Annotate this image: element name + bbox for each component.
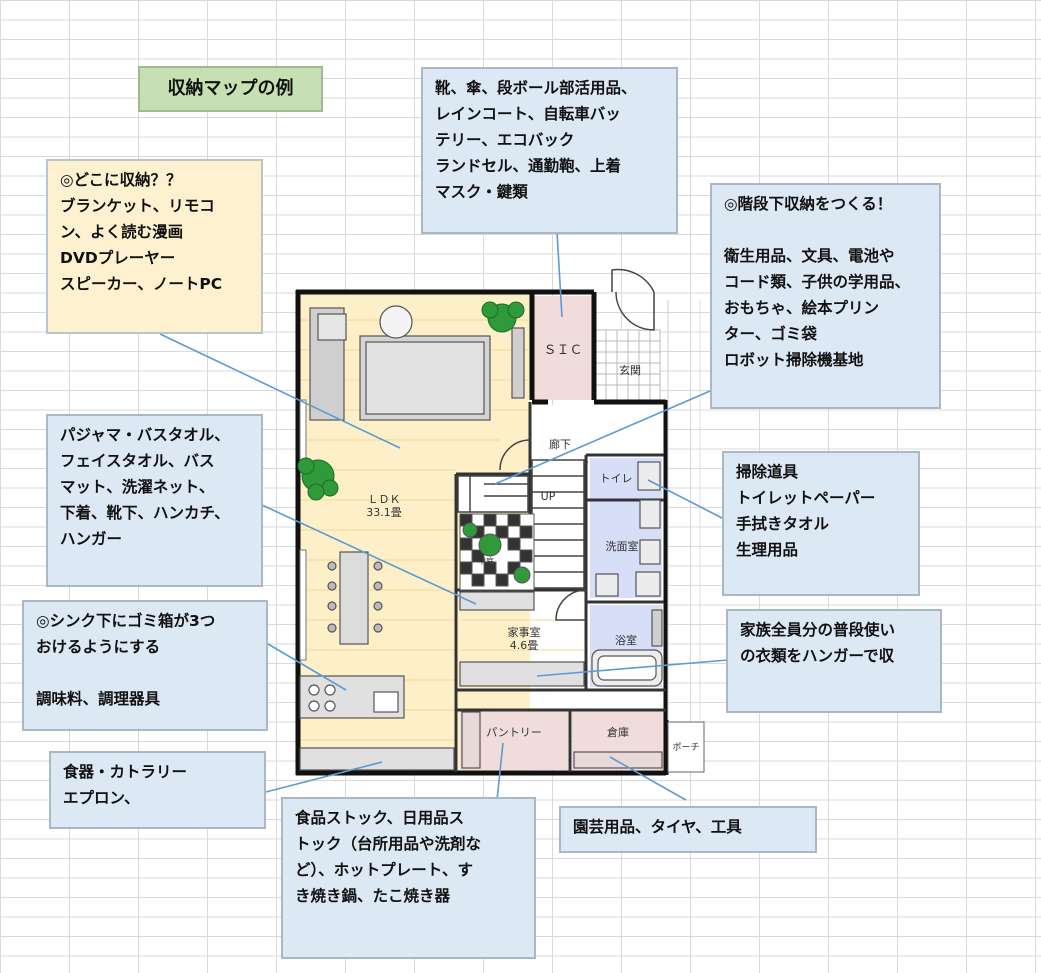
room-kaji-label: 家事室 <box>508 625 541 639</box>
note-toilet-storage: 掃除道具 トイレットペーパー 手拭きタオル 生理用品 <box>722 451 920 596</box>
plants <box>297 301 525 501</box>
room-up-label: UP <box>541 490 556 503</box>
page-title: 収納マップの例 <box>138 66 323 112</box>
room-yokushitsu-label: 浴室 <box>615 633 637 647</box>
room-senmen-label: 洗面室 <box>606 539 639 553</box>
furniture <box>299 305 663 771</box>
room-ldk-area: 33.1畳 <box>366 506 402 519</box>
room-genkan-label: 玄関 <box>619 363 641 377</box>
genkan-tiles <box>595 329 661 403</box>
room-porch-label: ポーチ <box>672 742 699 753</box>
walls <box>295 289 669 776</box>
courtyard <box>459 513 535 591</box>
note-ldk-storage: ◎どこに収納？？ ブランケット、リモコ ン、よく読む漫画 DVDプレーヤー スピ… <box>46 159 263 334</box>
note-garden-storage: 園芸用品、タイヤ、工具 <box>559 806 817 853</box>
room-ldk-label: ＬＤＫ <box>368 493 401 506</box>
note-stairs-storage: ◎階段下収納をつくる！ 衛生用品、文具、電池や コード類、子供の学用品、 おもち… <box>710 183 941 409</box>
note-dishes-storage: 食器・カトラリー エプロン、 <box>49 751 266 829</box>
room-sic-label: ＳＩＣ <box>543 343 582 358</box>
porch <box>667 300 705 773</box>
room-souko-label: 倉庫 <box>607 725 629 739</box>
sic-floor <box>532 296 594 400</box>
room-pantry-label: パントリー <box>486 726 542 739</box>
note-pajama-storage: パジャマ・バスタオル、 フェイスタオル、バス マット、洗濯ネット、 下着、靴下、… <box>46 414 263 587</box>
stairs <box>457 459 585 589</box>
room-rouka-label: 廊下 <box>549 437 571 451</box>
note-pantry-storage: 食品ストック、日用品ス トック（台所用品や洗剤な ど）、ホットプレート、す き焼… <box>281 797 536 959</box>
leader-lines <box>159 231 729 801</box>
room-nakaniwa-label: 中庭 <box>478 556 494 566</box>
note-family-clothes: 家族全員分の普段使い の衣類をハンガーで収 <box>726 609 942 713</box>
note-sink-storage: ◎シンク下にゴミ箱が3つ おけるようにする 調味料、調理器具 <box>22 600 268 731</box>
note-entrance-storage: 靴、傘、段ボール部活用品、 レインコート、自転車バッ テリー、エコバック ランド… <box>421 67 678 234</box>
room-toilet-label: トイレ <box>600 472 633 485</box>
room-kaji-area: 4.6畳 <box>510 639 539 652</box>
